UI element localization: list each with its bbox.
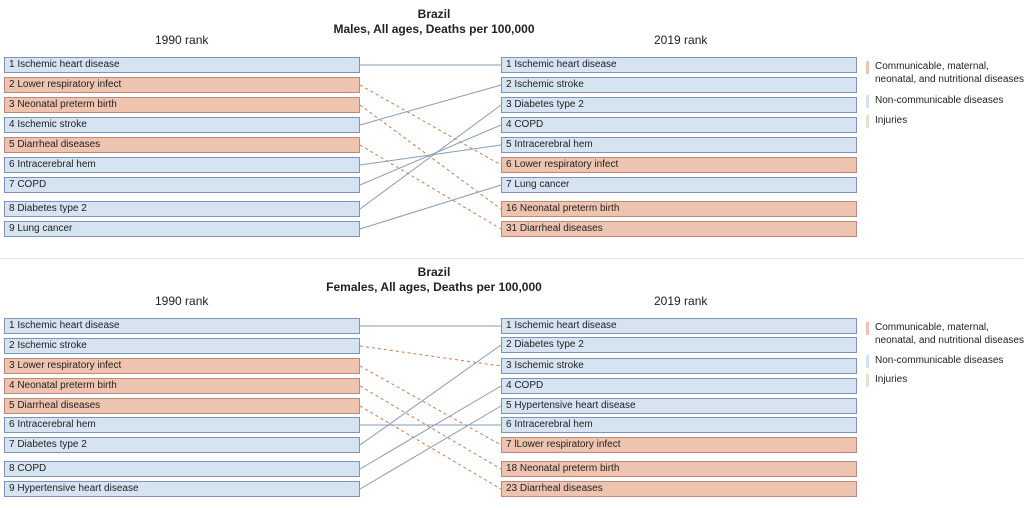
females-panel: Brazil Females, All ages, Deaths per 100… bbox=[0, 260, 1024, 508]
males-link-3-to-16 bbox=[359, 104, 502, 210]
legend-swatch-cmnn bbox=[866, 322, 869, 335]
females-2019-rank-1-ischemic-heart-disease: 1 Ischemic heart disease bbox=[501, 318, 857, 334]
females-2019-rank-5-hypertensive-heart-disease: 5 Hypertensive heart disease bbox=[501, 398, 857, 414]
males-link-2-to-6 bbox=[359, 84, 502, 166]
males-2019-header: 2019 rank bbox=[654, 33, 708, 47]
legend-label-cmnn: Communicable, maternal, neonatal, and nu… bbox=[875, 322, 1024, 346]
females-1990-rank-4-neonatal-preterm-birth: 4 Neonatal preterm birth bbox=[4, 378, 360, 394]
males-1990-rank-9-lung-cancer: 9 Lung cancer bbox=[4, 221, 360, 237]
females-link-7-to-2 bbox=[359, 344, 502, 446]
males-subtitle: Males, All ages, Deaths per 100,000 bbox=[333, 22, 535, 36]
females-chart-title: Brazil Females, All ages, Deaths per 100… bbox=[234, 265, 634, 295]
males-2019-rank-1-ischemic-heart-disease: 1 Ischemic heart disease bbox=[501, 57, 857, 73]
legend-swatch-ncd bbox=[866, 95, 869, 108]
females-2019-rank-2-diabetes-type-2: 2 Diabetes type 2 bbox=[501, 337, 857, 353]
legend-label-ncd: Non-communicable diseases bbox=[875, 95, 1004, 106]
males-link-9-to-7 bbox=[359, 184, 502, 230]
legend-label-ncd: Non-communicable diseases bbox=[875, 355, 1004, 366]
males-1990-rank-1-ischemic-heart-disease: 1 Ischemic heart disease bbox=[4, 57, 360, 73]
males-2019-rank-2-ischemic-stroke: 2 Ischemic stroke bbox=[501, 77, 857, 93]
males-1990-rank-8-diabetes-type-2: 8 Diabetes type 2 bbox=[4, 201, 360, 217]
females-subtitle: Females, All ages, Deaths per 100,000 bbox=[326, 280, 542, 294]
males-link-4-to-2 bbox=[359, 84, 502, 126]
females-2019-rank-3-ischemic-stroke: 3 Ischemic stroke bbox=[501, 358, 857, 374]
males-1990-rank-5-diarrheal-diseases: 5 Diarrheal diseases bbox=[4, 137, 360, 153]
males-2019-rank-3-diabetes-type-2: 3 Diabetes type 2 bbox=[501, 97, 857, 113]
males-1990-header: 1990 rank bbox=[155, 33, 209, 47]
females-2019-rank-18-neonatal-preterm-birth: 18 Neonatal preterm birth bbox=[501, 461, 857, 477]
legend-swatch-injuries bbox=[866, 115, 869, 128]
males-2019-rank-5-intracerebral-hem: 5 Intracerebral hem bbox=[501, 137, 857, 153]
females-2019-rank-6-intracerebral-hem: 6 Intracerebral hem bbox=[501, 417, 857, 433]
males-1990-rank-6-intracerebral-hem: 6 Intracerebral hem bbox=[4, 157, 360, 173]
females-2019-header: 2019 rank bbox=[654, 294, 708, 308]
males-title: Brazil bbox=[417, 7, 451, 21]
females-2019-rank-4-copd: 4 COPD bbox=[501, 378, 857, 394]
males-2019-rank-6-lower-respiratory-infect: 6 Lower respiratory infect bbox=[501, 157, 857, 173]
legend-label-injuries: Injuries bbox=[875, 374, 908, 385]
females-1990-rank-8-copd: 8 COPD bbox=[4, 461, 360, 477]
females-1990-rank-6-intracerebral-hem: 6 Intracerebral hem bbox=[4, 417, 360, 433]
legend-label-cmnn: Communicable, maternal, neonatal, and nu… bbox=[875, 61, 1024, 85]
males-2019-rank-31-diarrheal-diseases: 31 Diarrheal diseases bbox=[501, 221, 857, 237]
males-link-7-to-4 bbox=[359, 124, 502, 186]
panel-divider bbox=[0, 258, 1024, 259]
females-1990-rank-2-ischemic-stroke: 2 Ischemic stroke bbox=[4, 338, 360, 354]
females-1990-rank-9-hypertensive-heart-disease: 9 Hypertensive heart disease bbox=[4, 481, 360, 497]
males-link-8-to-3 bbox=[359, 104, 502, 210]
legend-swatch-injuries bbox=[866, 374, 869, 387]
males-1990-rank-4-ischemic-stroke: 4 Ischemic stroke bbox=[4, 117, 360, 133]
females-connector-lines bbox=[359, 325, 502, 490]
males-1990-rank-7-copd: 7 COPD bbox=[4, 177, 360, 193]
legend-label-injuries: Injuries bbox=[875, 115, 908, 126]
males-chart-title: Brazil Males, All ages, Deaths per 100,0… bbox=[234, 7, 634, 37]
females-1990-rank-7-diabetes-type-2: 7 Diabetes type 2 bbox=[4, 437, 360, 453]
legend-swatch-cmnn bbox=[866, 61, 869, 74]
females-link-9-to-5 bbox=[359, 405, 502, 490]
males-connector-lines bbox=[359, 64, 502, 230]
females-2019-rank-23-diarrheal-diseases: 23 Diarrheal diseases bbox=[501, 481, 857, 497]
males-1990-rank-3-neonatal-preterm-birth: 3 Neonatal preterm birth bbox=[4, 97, 360, 113]
females-1990-rank-5-diarrheal-diseases: 5 Diarrheal diseases bbox=[4, 398, 360, 414]
females-link-8-to-4 bbox=[359, 385, 502, 470]
females-1990-rank-1-ischemic-heart-disease: 1 Ischemic heart disease bbox=[4, 318, 360, 334]
males-2019-rank-7-lung-cancer: 7 Lung cancer bbox=[501, 177, 857, 193]
males-1990-rank-2-lower-respiratory-infect: 2 Lower respiratory infect bbox=[4, 77, 360, 93]
females-title: Brazil bbox=[417, 265, 451, 279]
females-1990-header: 1990 rank bbox=[155, 294, 209, 308]
females-link-2-to-3 bbox=[359, 345, 502, 367]
females-1990-rank-3-lower-respiratory-infect: 3 Lower respiratory infect bbox=[4, 358, 360, 374]
males-2019-rank-16-neonatal-preterm-birth: 16 Neonatal preterm birth bbox=[501, 201, 857, 217]
males-panel: Brazil Males, All ages, Deaths per 100,0… bbox=[4, 7, 1024, 237]
females-link-3-to-7 bbox=[359, 365, 502, 446]
females-2019-rank-7-llower-respiratory-infect: 7 lLower respiratory infect bbox=[501, 437, 857, 453]
males-2019-rank-4-copd: 4 COPD bbox=[501, 117, 857, 133]
legend-swatch-ncd bbox=[866, 355, 869, 368]
